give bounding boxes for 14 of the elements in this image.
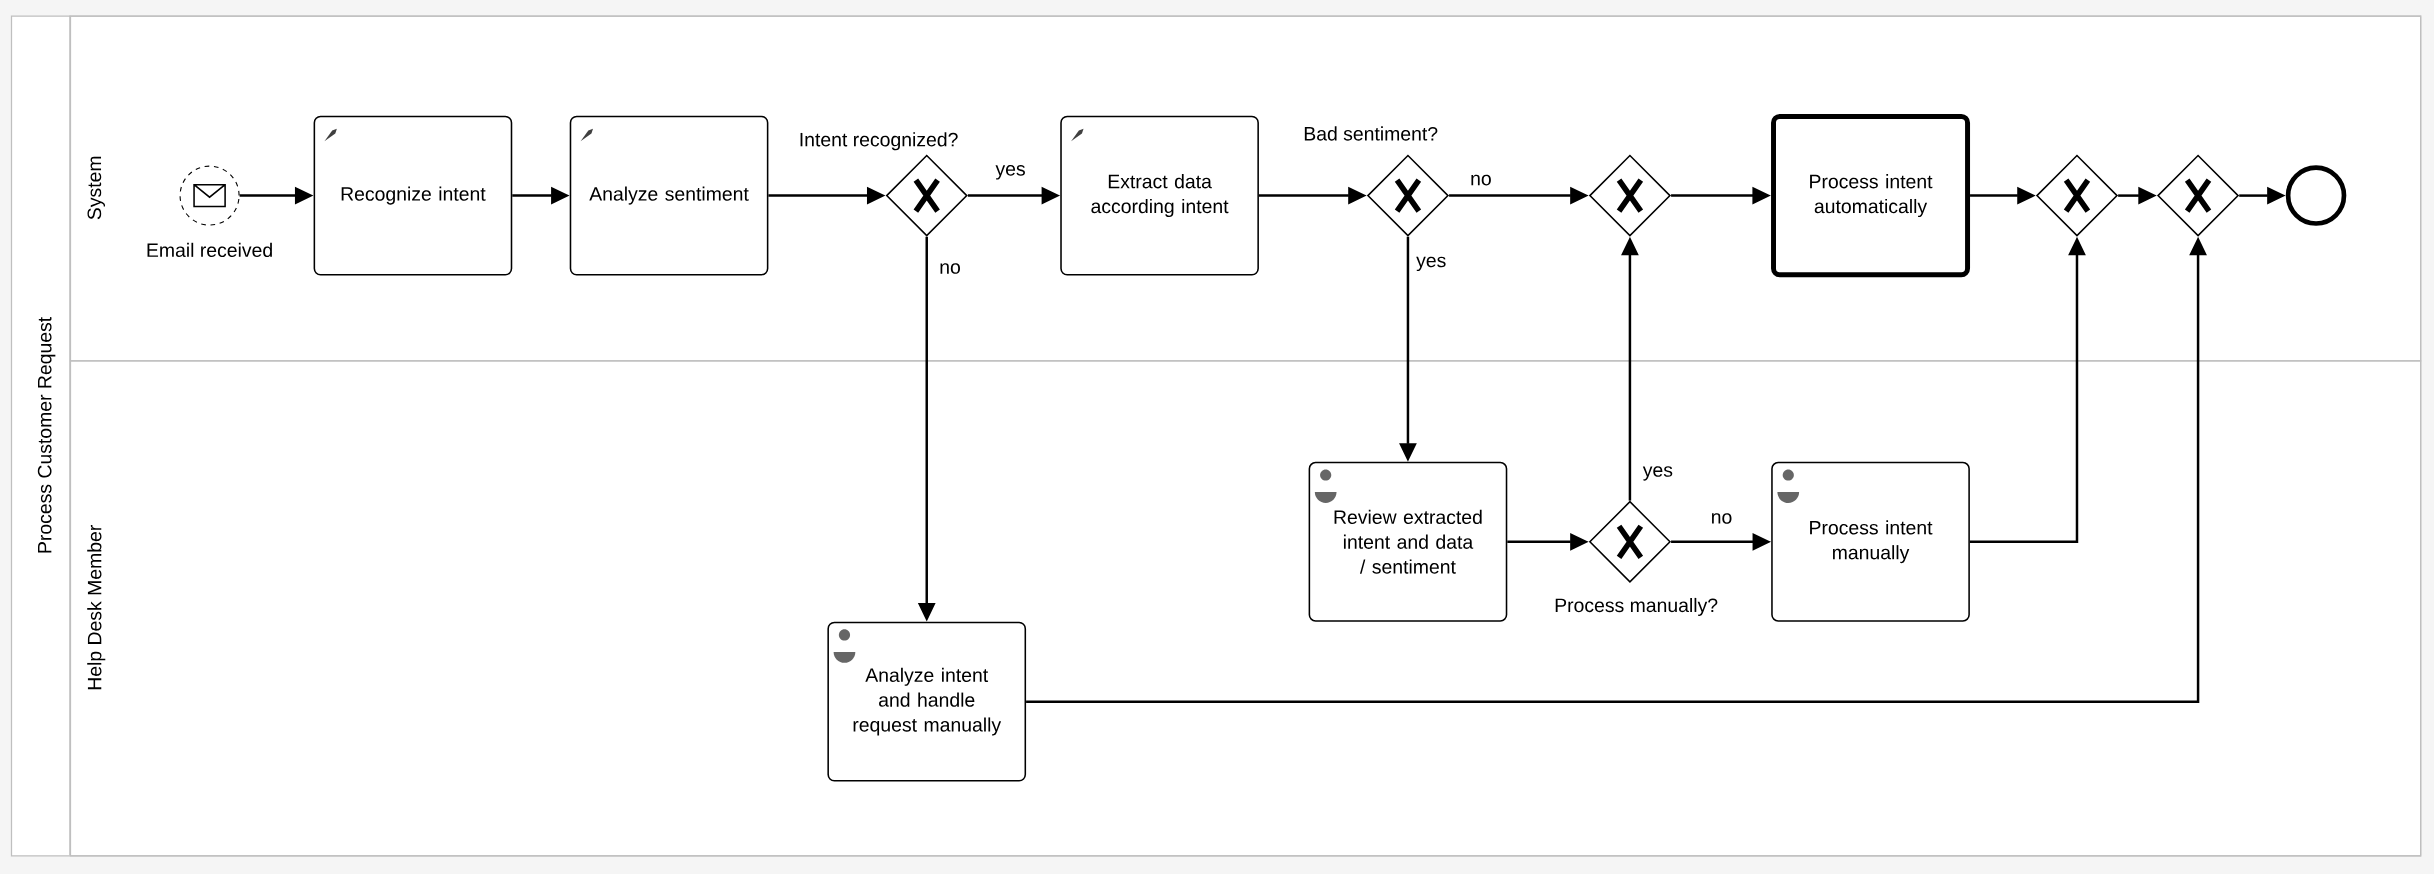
gateway-label: Intent recognized? (800, 132, 958, 151)
task-box: Recognize intent (313, 115, 513, 276)
task-box: Analyze intent and handle request manually (827, 621, 1027, 782)
task-box: Analyze sentiment (569, 115, 769, 276)
gateway-label: Process manually? (1555, 597, 1718, 616)
end-event (2285, 165, 2347, 226)
task-box: Process intent automatically (1771, 113, 1971, 278)
task-box: Extract data according intent (1060, 115, 1259, 276)
edge-label: yes (1414, 255, 1448, 273)
event-label: Email received (147, 242, 272, 258)
edge-label: no (1468, 173, 1494, 187)
task-box: Review extracted intent and data / sentiment (1308, 461, 1508, 622)
gateway-label: Bad sentiment? (1304, 126, 1438, 141)
task-box: Process intent manually (1771, 461, 1970, 622)
